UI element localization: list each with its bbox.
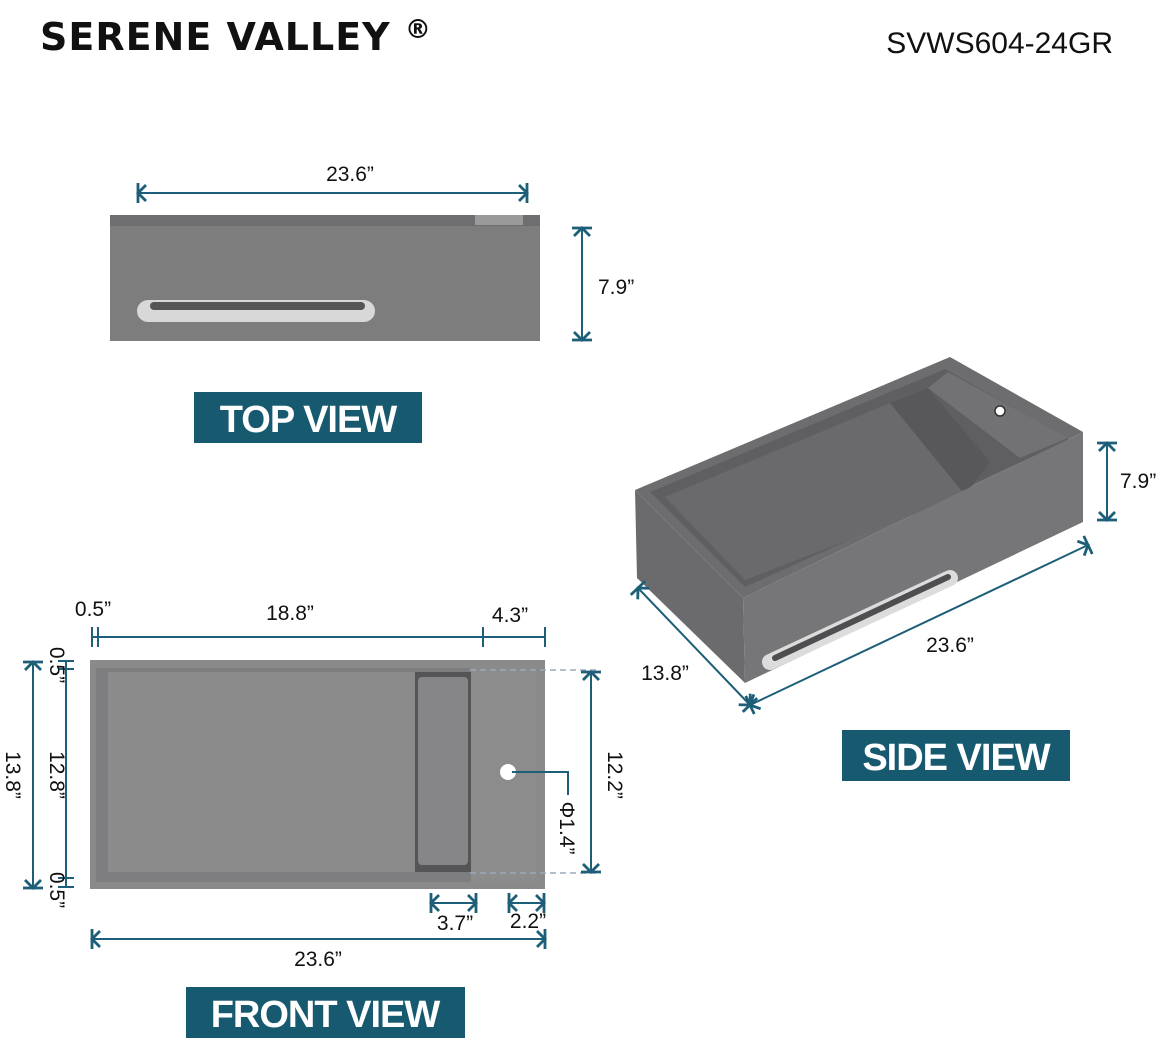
side-view-tag xyxy=(842,730,1070,781)
basin xyxy=(108,672,415,872)
sink-top-view-body xyxy=(110,215,540,341)
model-number: SVWS604-24GR xyxy=(886,27,1113,60)
side-view-label: SIDE VIEW xyxy=(862,737,1050,779)
deck-depth-label: 12.2” xyxy=(603,751,626,799)
top-height-label: 7.9” xyxy=(598,276,634,299)
drain-width-label: 3.7” xyxy=(437,912,473,935)
side-height-label: 7.9” xyxy=(1120,470,1156,493)
front-view: 0.5” 18.8” 4.3” 13.8” 12.8” 0.5” 0.5” 12… xyxy=(1,598,626,1038)
front-view-label: FRONT VIEW xyxy=(211,994,441,1036)
side-view: 7.9” 23.6” 13.8” SIDE VIEW xyxy=(629,357,1156,781)
total-width-label: 23.6” xyxy=(294,948,342,971)
brand-logo: SERENE VALLEY ® xyxy=(40,15,432,59)
top-view-label: TOP VIEW xyxy=(220,399,398,441)
top-view-tag xyxy=(194,392,422,443)
top-rim-label: 0.5” xyxy=(45,647,68,683)
bottom-rim-label: 0.5” xyxy=(45,872,68,908)
hole-leader-line xyxy=(512,771,569,795)
faucet-hole xyxy=(500,764,516,780)
inner-depth-label: 12.8” xyxy=(45,751,68,799)
side-length-label: 23.6” xyxy=(926,634,974,657)
front-view-tag xyxy=(186,987,465,1038)
total-depth-label: 13.8” xyxy=(1,751,24,799)
left-rim-label: 0.5” xyxy=(75,598,111,621)
faucet-hole xyxy=(994,405,1006,417)
hole-diameter-label: Φ1.4” xyxy=(555,802,578,855)
side-depth-dimension-line xyxy=(629,580,759,713)
deck-width-label: 4.3” xyxy=(492,604,528,627)
top-view: 23.6” 7.9” TOP VIEW xyxy=(110,163,634,443)
side-length-dimension-line xyxy=(744,535,1094,715)
hole-offset-label: 2.2” xyxy=(510,910,546,933)
top-width-label: 23.6” xyxy=(326,163,374,186)
side-depth-label: 13.8” xyxy=(641,662,689,685)
basin-width-label: 18.8” xyxy=(266,602,314,625)
